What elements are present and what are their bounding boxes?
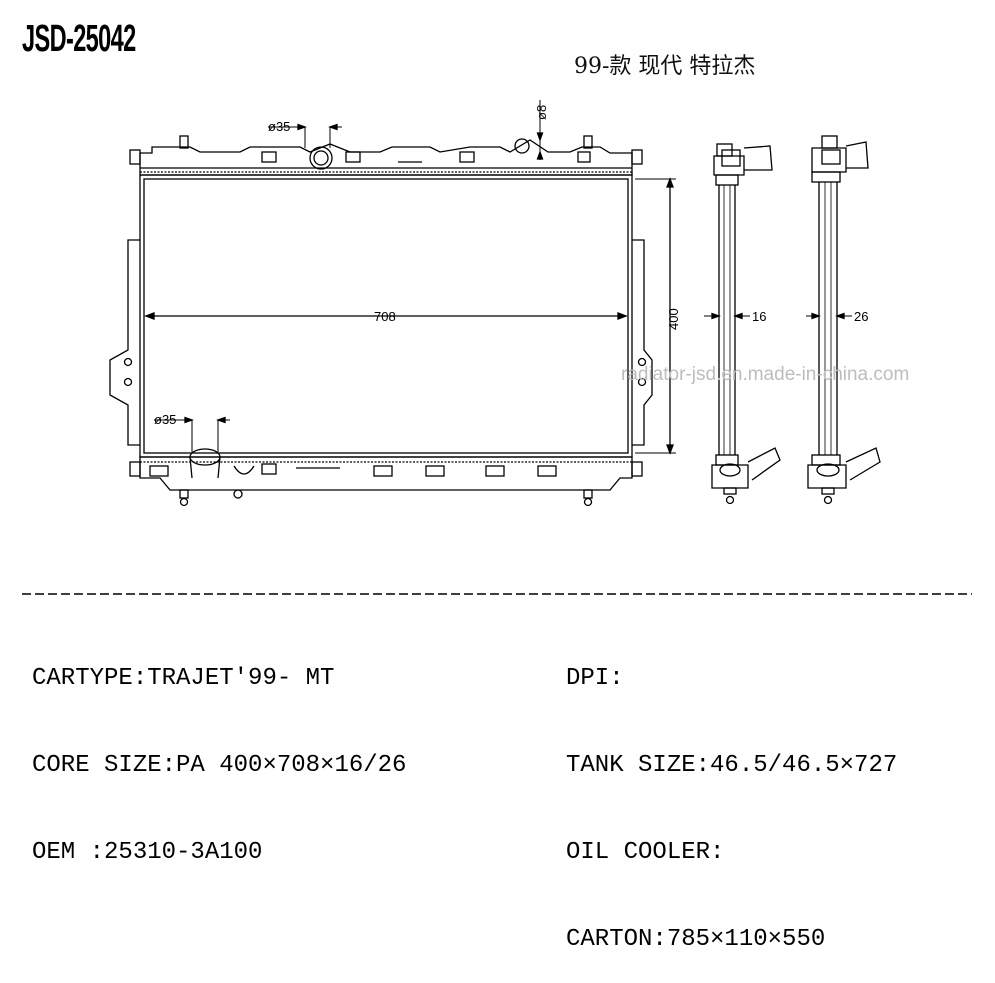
thickness-a-label: 16 <box>752 309 766 324</box>
left-bracket <box>109 239 140 446</box>
side-view-a <box>704 143 781 505</box>
right-bracket <box>632 239 653 446</box>
thickness-b-label: 26 <box>854 309 868 324</box>
outlet-dia-label: ø35 <box>154 412 176 427</box>
spec-carton: CARTON:785×110×550 <box>566 926 826 953</box>
small-port-label: ø8 <box>534 105 549 120</box>
width-label: 708 <box>374 309 396 324</box>
part-code: JSD-25042 <box>22 18 136 60</box>
spec-core-size: CORE SIZE:PA 400×708×16/26 <box>32 752 407 779</box>
specs-right: DPI: TANK SIZE:46.5/46.5×727 OIL COOLER:… <box>566 606 897 983</box>
front-view <box>109 100 676 507</box>
spec-cartype: CARTYPE:TRAJET'99- MT <box>32 665 335 692</box>
spec-oil-cooler: OIL COOLER: <box>566 839 725 866</box>
radiator-drawing: ø35 ø8 ø35 708 400 16 26 <box>22 100 972 595</box>
height-label: 400 <box>666 308 681 330</box>
inlet-dia-label: ø35 <box>268 119 290 134</box>
spec-tank-size: TANK SIZE:46.5/46.5×727 <box>566 752 898 779</box>
filler-cap <box>309 146 333 170</box>
model-name: 99-款 现代 特拉杰 <box>574 54 756 79</box>
specs-left: CARTYPE:TRAJET'99- MT CORE SIZE:PA 400×7… <box>32 606 406 896</box>
core <box>143 178 629 454</box>
top-tank <box>139 139 633 176</box>
watermark: radiator-jsd.en.made-in-china.com <box>621 364 910 385</box>
side-view-b <box>806 135 881 505</box>
spec-oem: OEM :25310-3A100 <box>32 839 263 866</box>
spec-dpi: DPI: <box>566 665 624 692</box>
